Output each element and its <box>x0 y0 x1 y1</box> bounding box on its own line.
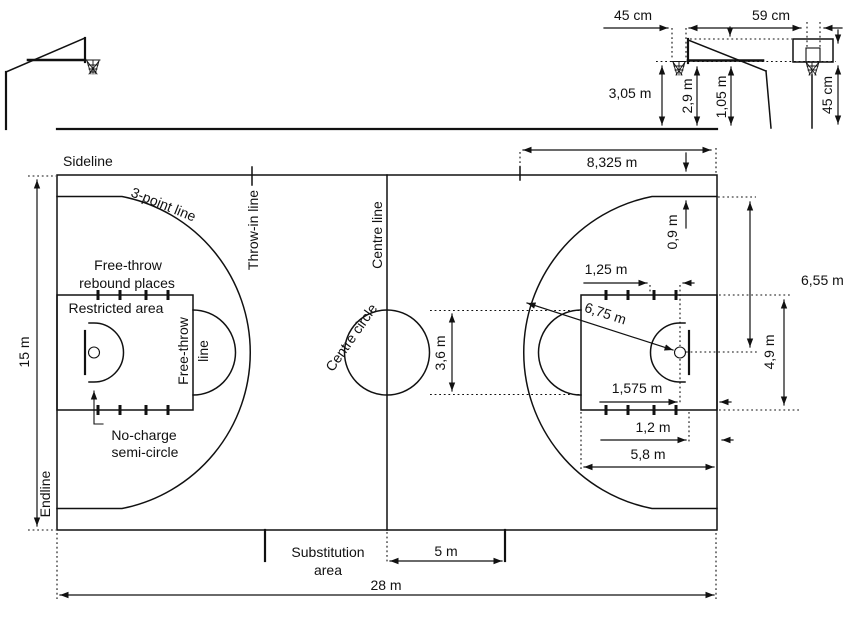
left-net <box>85 59 101 75</box>
free-throw-rebound-label-2: rebound places <box>79 275 175 291</box>
centre-line-label: Centre line <box>369 201 385 269</box>
substitution-area-label-2: area <box>314 562 342 578</box>
restricted-area-label: Restricted area <box>69 300 164 316</box>
left-support-diagonal <box>5 37 86 73</box>
front-board <box>792 38 834 63</box>
three-point-offset-label: 0,9 m <box>664 214 680 249</box>
sideline-label: Sideline <box>63 153 113 169</box>
board-height-label: 1,05 m <box>713 76 729 119</box>
right-net-side <box>671 61 687 76</box>
court-plan <box>56 166 718 563</box>
backboard-distance-label: 1,2 m <box>635 419 670 435</box>
right-support-diagonal <box>687 39 767 72</box>
free-throw-line-label-1: Free-throw <box>175 316 191 385</box>
restricted-area-right <box>580 294 718 411</box>
key-width-label: 4,9 m <box>761 334 777 369</box>
substitution-area-label-1: Substitution <box>291 544 364 560</box>
throw-in-line-label: Throw-in line <box>245 190 261 270</box>
basket-distance-label: 1,575 m <box>612 380 663 396</box>
centre-circle-label: Centre circle <box>322 300 380 374</box>
free-throw-semicircle-right <box>537 309 582 396</box>
three-point-line-left <box>56 195 252 510</box>
ring-diameter-label: 45 cm <box>614 7 652 23</box>
no-charge-pointer-arrow <box>90 390 104 425</box>
ring-height-label: 3,05 m <box>609 85 652 101</box>
front-inner-square <box>805 47 821 63</box>
right-pole <box>765 70 772 129</box>
hoop-side-view-left <box>4 36 101 131</box>
square-width-label: 59 cm <box>752 7 790 23</box>
centre-circle <box>343 309 431 396</box>
free-throw-semicircle-left <box>192 309 237 396</box>
no-charge-label-1: No-charge <box>111 427 177 443</box>
rebound-marks-left <box>96 290 170 415</box>
three-point-line-label: 3-point line <box>129 184 199 225</box>
no-charge-semicircle-left <box>88 322 125 383</box>
no-charge-radius-label: 1,25 m <box>585 261 628 277</box>
free-throw-rebound-label-1: Free-throw <box>94 257 163 273</box>
square-height-label: 45 cm <box>819 76 835 114</box>
key-length-label: 5,8 m <box>630 446 665 462</box>
dimension-annotations: 15 m 28 m 5 m 8,325 m 0,9 m 6,55 m 4,9 m <box>16 146 844 599</box>
free-throw-line-label-2: line <box>195 340 211 362</box>
backboard-front-view <box>792 29 842 129</box>
basket-left <box>87 346 101 359</box>
court-length-label: 28 m <box>370 577 401 593</box>
basket-right <box>673 346 687 359</box>
court-width-label: 15 m <box>16 336 32 367</box>
endline-label: Endline <box>37 470 53 517</box>
arc-top-to-basket-label: 6,55 m <box>801 272 844 288</box>
restricted-area-left <box>56 294 194 411</box>
circle-diameter-label: 3,6 m <box>432 335 448 370</box>
board-bottom-height-label: 2,9 m <box>679 78 695 113</box>
no-charge-label-2: semi-circle <box>112 444 179 460</box>
three-point-line-right <box>522 195 718 510</box>
rebound-marks-right <box>604 290 678 415</box>
throw-in-distance-label: 8,325 m <box>587 154 638 170</box>
three-point-radius-arrow <box>526 302 674 351</box>
hoop-side-view-right <box>603 22 843 129</box>
front-net <box>805 61 820 76</box>
substitution-zone-label: 5 m <box>434 543 457 559</box>
